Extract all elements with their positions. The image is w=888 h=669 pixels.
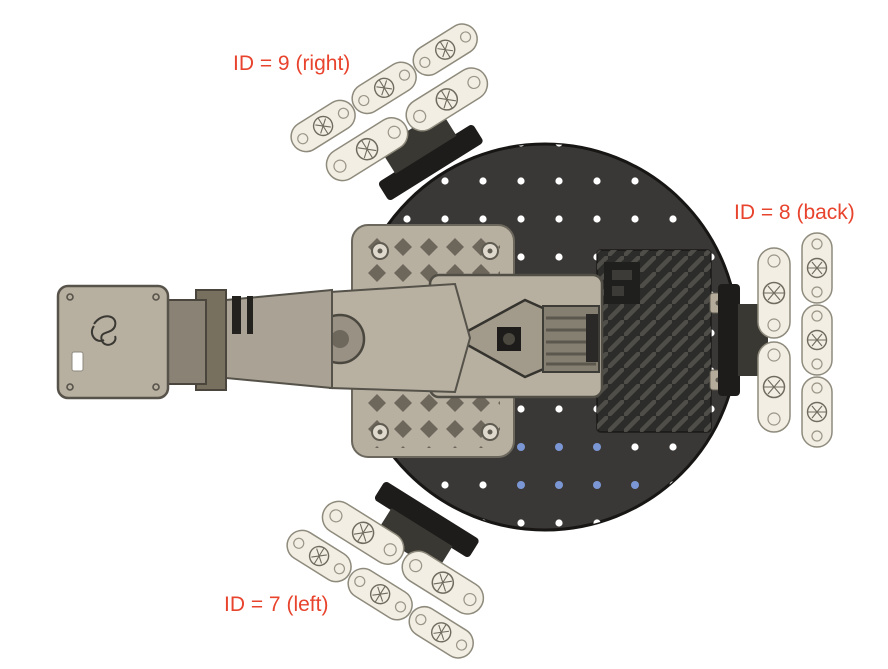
gripper [56,284,207,400]
arm-wrist-link [195,288,333,391]
shoulder-motor-block [542,305,600,373]
panel-connector [604,262,640,304]
label-wheel-8-back: ID = 8 (back) [734,201,855,224]
label-wheel-9-right: ID = 9 (right) [233,52,350,75]
label-wheel-7-left: ID = 7 (left) [224,593,328,616]
gripper-logo [90,315,117,346]
robot-arm [56,273,604,400]
electronics-panel [596,249,712,433]
mount-screws [371,242,499,441]
blue-alignment-holes [517,443,639,489]
arm-shoulder-body [428,273,604,399]
omni-wheel-8-back [718,233,832,447]
gripper-slot [71,351,84,372]
